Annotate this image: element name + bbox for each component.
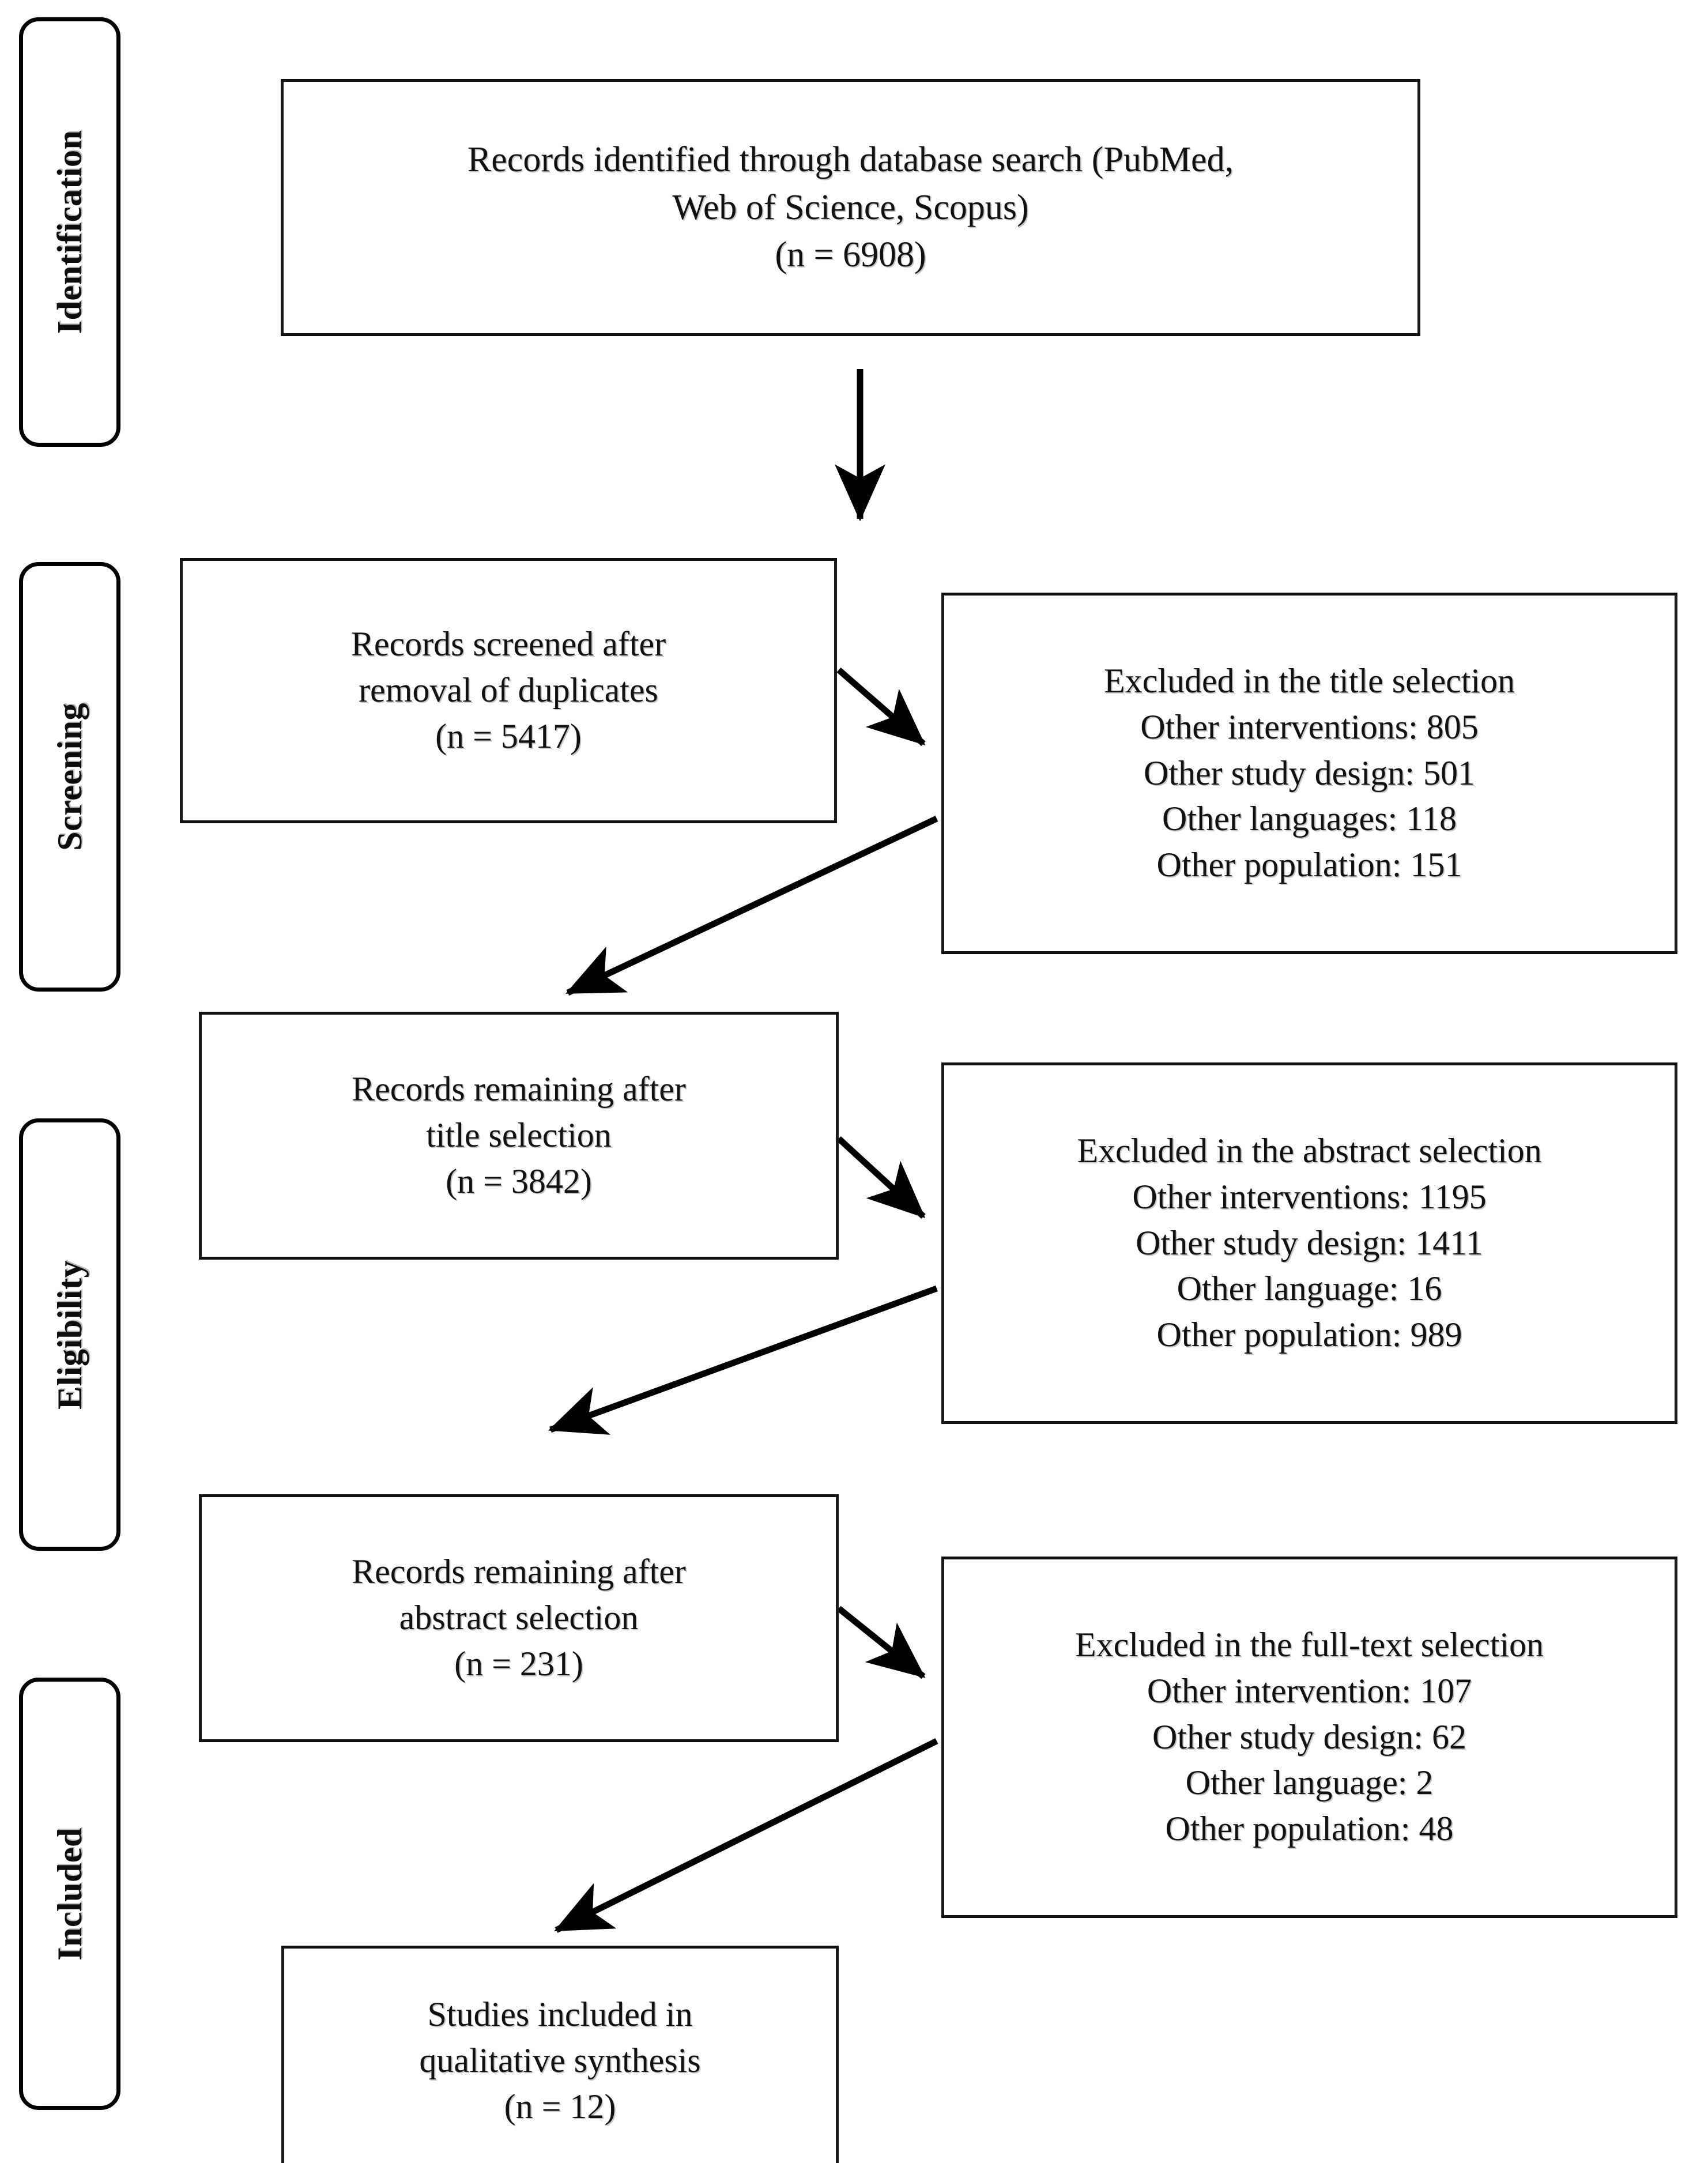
stage-label-included: Included xyxy=(50,1827,89,1961)
box-line: Records remaining after xyxy=(352,1070,686,1109)
box-line: Other population: 48 xyxy=(1165,1810,1454,1848)
box-line: (n = 6908) xyxy=(775,235,926,275)
box-line: Other study design: 1411 xyxy=(1136,1223,1483,1262)
box-line: Other intervention: 107 xyxy=(1147,1671,1472,1710)
box-line: (n = 231) xyxy=(454,1644,583,1683)
box-line: Records remaining after xyxy=(352,1552,686,1591)
box-line: Other languages: 118 xyxy=(1162,800,1457,838)
box-records-screened: Records screened after removal of duplic… xyxy=(180,558,837,823)
arrow-excluded-abstract-to-after-abstract xyxy=(548,1285,938,1435)
box-line: Records identified through database sear… xyxy=(467,140,1234,180)
stage-rail-eligibility: Eligibility xyxy=(19,1118,120,1551)
box-line: removal of duplicates xyxy=(359,671,658,710)
box-line: Studies included in xyxy=(427,1995,693,2034)
stage-label-screening: Screening xyxy=(50,703,89,851)
arrow-after-abstract-to-excluded-fulltext xyxy=(836,1606,926,1679)
arrow-excluded-fulltext-to-included xyxy=(554,1738,938,1933)
arrow-screened-to-excluded-title xyxy=(836,667,926,747)
stage-label-eligibility: Eligibility xyxy=(50,1260,89,1410)
box-line: Records screened after xyxy=(350,625,666,664)
box-line: qualitative synthesis xyxy=(419,2041,701,2080)
box-line: Other interventions: 1195 xyxy=(1132,1177,1487,1216)
arrow-after-title-to-excluded-abstract xyxy=(836,1136,926,1219)
stage-rail-included: Included xyxy=(19,1678,120,2110)
box-line: Other population: 989 xyxy=(1156,1316,1462,1354)
stage-rail-identification: Identification xyxy=(19,17,120,447)
box-records-after-abstract-selection: Records remaining after abstract selecti… xyxy=(199,1494,839,1742)
box-line: (n = 12) xyxy=(504,2087,616,2126)
box-line: Other population: 151 xyxy=(1156,846,1462,884)
box-line: Excluded in the title selection xyxy=(1103,662,1515,700)
box-studies-included: Studies included in qualitative synthesi… xyxy=(281,1946,839,2163)
box-line: (n = 5417) xyxy=(435,717,582,755)
box-line: Web of Science, Scopus) xyxy=(672,187,1029,227)
box-line: (n = 3842) xyxy=(446,1162,592,1200)
box-line: Other study design: 62 xyxy=(1152,1717,1466,1756)
box-records-identified: Records identified through database sear… xyxy=(281,79,1420,336)
arrow-excluded-title-to-after-title xyxy=(565,816,938,996)
box-line: Other interventions: 805 xyxy=(1140,707,1479,746)
box-line: title selection xyxy=(426,1116,612,1155)
box-line: Excluded in the abstract selection xyxy=(1077,1132,1542,1170)
box-line: Excluded in the full-text selection xyxy=(1074,1626,1544,1664)
stage-label-identification: Identification xyxy=(50,130,89,334)
box-line: abstract selection xyxy=(399,1599,639,1637)
box-line: Other study design: 501 xyxy=(1144,753,1475,792)
box-line: Other language: 16 xyxy=(1177,1269,1442,1308)
box-records-after-title-selection: Records remaining after title selection … xyxy=(199,1012,839,1260)
box-excluded-abstract-selection: Excluded in the abstract selection Other… xyxy=(941,1062,1677,1424)
box-excluded-fulltext-selection: Excluded in the full-text selection Othe… xyxy=(941,1557,1677,1918)
stage-rail-screening: Screening xyxy=(19,562,120,992)
box-excluded-title-selection: Excluded in the title selection Other in… xyxy=(941,593,1677,954)
box-line: Other language: 2 xyxy=(1185,1763,1434,1802)
